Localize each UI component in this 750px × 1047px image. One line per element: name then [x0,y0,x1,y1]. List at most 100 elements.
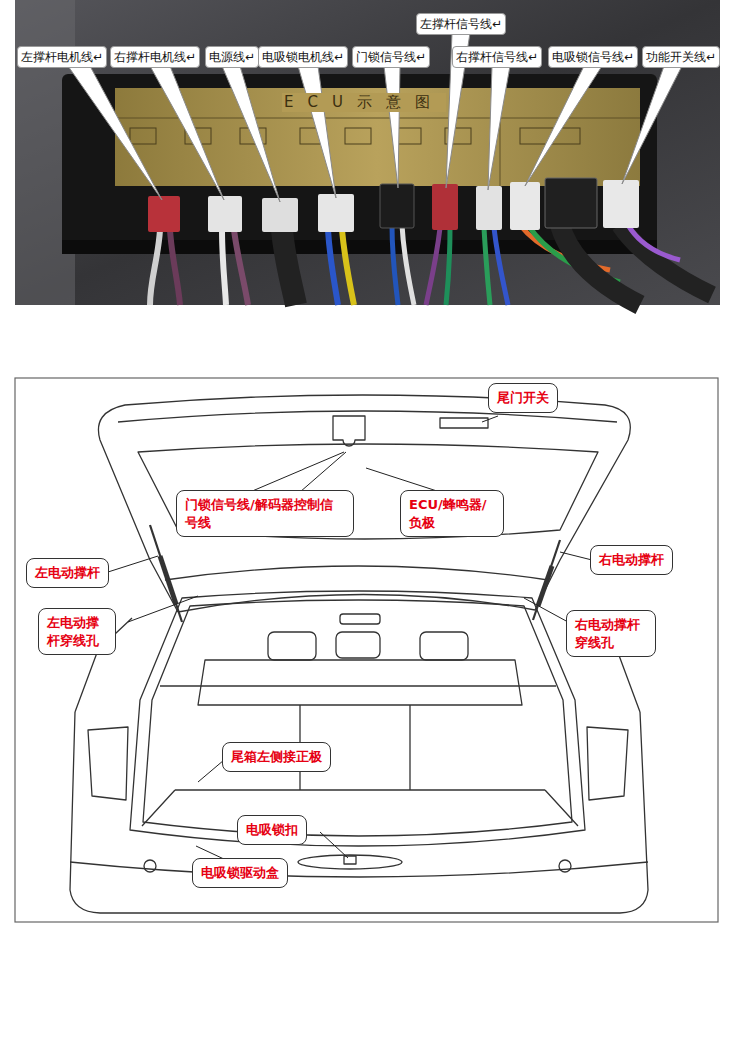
car-drawing [440,418,488,428]
leader-wedge [222,66,280,202]
wire-callout: 右撑杆电机线↵ [110,46,200,68]
leader-line [320,832,348,858]
car-drawing [268,632,316,660]
part-callout: ECU/蜂鸣器/负极 [400,490,504,537]
callout-text: 右撑杆信号线↵ [456,49,538,65]
ecu-photo [15,0,720,305]
wire-bundle [446,228,450,305]
callout-text: 电吸锁信号线↵ [552,49,634,65]
car-drawing [160,685,556,686]
wire-callout: 左撑杆信号线↵ [416,13,506,35]
car-drawing [70,712,648,913]
leader-line [198,760,224,782]
ecu-photo [130,128,156,144]
leader-wedge [384,66,400,188]
callout-text: ECU/蜂鸣器/负极 [409,496,495,531]
car-drawing [75,618,640,712]
car-drawing [420,632,468,660]
car-drawing [160,556,176,604]
wire-callout: 门锁信号线↵ [352,46,430,68]
car-drawing [340,614,380,624]
wire-bundle [234,230,248,305]
connector-plug [545,178,597,228]
leader-wedge [68,33,682,202]
car-drawing [336,632,380,658]
wire-bundle [628,225,680,260]
callout-text: 电吸锁扣 [246,821,298,839]
wire-bundle [426,228,440,305]
car-drawing [344,856,356,864]
callout-text: 左撑杆信号线↵ [420,16,502,32]
frame [15,378,718,922]
sticker-title: ECU示意图 [282,93,446,112]
wire-bundle [282,230,296,305]
wire-callout: 电吸锁电机线↵ [258,46,348,68]
leader-line [250,452,346,492]
connector-plug [318,194,354,232]
car-drawing [298,855,402,869]
ecu-photo [345,128,371,144]
callout-text: 电吸锁电机线↵ [262,49,344,65]
connector-plug [432,184,458,230]
callout-text: 左电动撑杆 [35,564,100,582]
callout-text: 尾门开关 [497,389,549,407]
leader-line [108,416,592,860]
leader-wedge [150,66,224,200]
part-callout: 电吸锁驱动盒 [192,858,288,888]
connector-plug [476,186,502,230]
callout-text: 门锁信号线/解码器控制信号线 [185,496,345,531]
leader-line [366,468,440,492]
wire-bundle [150,225,712,305]
leader-wedge [488,66,510,190]
car-drawing [165,566,548,580]
frame [15,378,718,922]
leader-wedge [622,66,682,184]
leader-line [524,598,568,622]
car-drawing [559,860,571,872]
part-callout: 右电动撑杆 [590,545,673,575]
wire-callout: 电源线↵ [205,46,259,68]
wire-bundle [222,230,226,305]
car-drawing [130,591,585,846]
ecu-photo [15,0,720,305]
connector-plug [148,196,180,232]
car-drawing [70,395,648,913]
connector-plug [208,196,242,232]
wire-bundle [484,228,490,305]
connector-plug [262,198,298,232]
connector-plug [380,184,414,228]
part-callout: 左电动撑杆穿线孔 [38,608,116,655]
callout-text: 右电动撑杆穿线孔 [575,616,647,651]
callout-text: 门锁信号线↵ [356,49,426,65]
callout-text: 左电动撑杆穿线孔 [47,614,107,649]
part-callout: 电吸锁扣 [237,815,307,845]
part-callout: 右电动撑杆穿线孔 [566,610,656,657]
wire-bundle [150,230,160,305]
car-drawing [143,600,572,836]
callout-text: 尾箱左侧接正极 [231,748,322,766]
part-callout: 左电动撑杆 [26,558,109,588]
callout-text: 电吸锁驱动盒 [201,864,279,882]
callout-text: 功能开关线↵ [646,49,716,65]
wire-bundle [342,230,354,305]
callout-text: 右撑杆电机线↵ [114,49,196,65]
wire-bundle [170,230,180,305]
part-callout: 门锁信号线/解码器控制信号线 [176,490,354,537]
connector-plug [603,180,639,228]
wire-callout: 左撑杆电机线↵ [17,46,107,68]
wire-callout: 右撑杆信号线↵ [452,46,542,68]
leader-line [108,556,158,572]
car-drawing [144,860,156,872]
wire-bundle [620,225,712,295]
wire-callout: 功能开关线↵ [642,46,720,68]
leader-line [482,416,498,422]
car-drawing [118,411,617,422]
wire-bundle [392,225,398,305]
leader-wedge [525,66,602,186]
wire-callout: 电吸锁信号线↵ [548,46,638,68]
car-drawing [587,727,628,800]
callout-text: 电源线↵ [209,49,255,65]
car-drawing [198,660,522,705]
car-drawing [98,395,630,612]
